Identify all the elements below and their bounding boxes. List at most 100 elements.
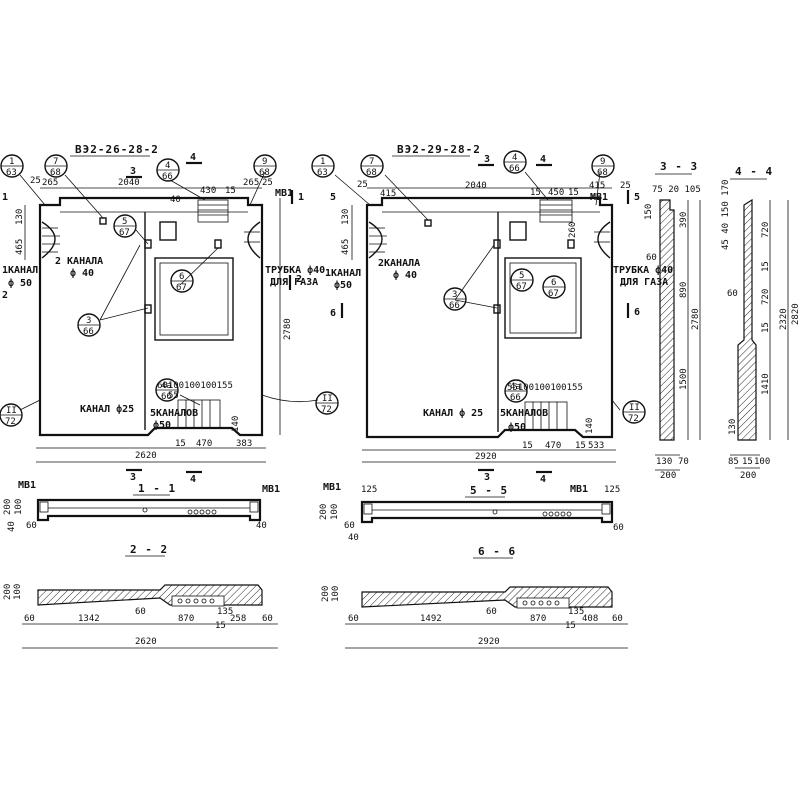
s66-135: 135 [568, 607, 584, 617]
s44-1410: 1410 [761, 373, 771, 395]
cut-6-right: 6 [634, 307, 640, 318]
dim-channels-r: 55100100100155 [507, 383, 583, 393]
svg-text:4a: 4a [161, 381, 172, 391]
dim-15b-r: 15 [530, 188, 541, 198]
s33-150: 150 [644, 204, 654, 220]
s44-130: 130 [728, 419, 738, 435]
section-1-1-profile [36, 498, 262, 522]
s66-15: 15 [565, 621, 576, 631]
cut-3-bottom-r: 3 [484, 472, 490, 483]
s33-390: 390 [679, 212, 689, 228]
s44-15b: 15 [761, 322, 771, 333]
svg-text:4: 4 [512, 153, 517, 163]
section-2-2: 2 - 2 200 100 60 1342 60 870 15 258 60 1… [3, 543, 278, 649]
dim-25-b: 25 [262, 178, 273, 188]
svg-text:72: 72 [628, 414, 639, 424]
s55-mb1-a: МВ1 [323, 482, 341, 493]
svg-text:3: 3 [452, 290, 457, 300]
svg-text:67: 67 [119, 228, 130, 238]
dim-140-r: 140 [585, 418, 595, 434]
s22-200: 200 [3, 584, 13, 600]
label-mb1-r: МВ1 [590, 192, 608, 203]
label-phi50-bottom-r: ф50 [508, 421, 526, 433]
section-5-5-title: 5 - 5 [470, 484, 508, 497]
s33-1500: 1500 [679, 368, 689, 390]
s44-720b: 720 [761, 289, 771, 305]
section-3-3-title: 3 - 3 [660, 160, 698, 173]
dim-55: 55 [168, 391, 179, 401]
dim-130-r: 130 [341, 209, 351, 225]
s11-60: 60 [26, 521, 37, 531]
svg-text:68: 68 [366, 168, 377, 178]
s22-total: 2620 [135, 637, 157, 647]
svg-text:4a: 4a [510, 382, 521, 392]
section-6-6-profile [361, 586, 613, 608]
cut-4-bottom: 4 [190, 474, 196, 485]
svg-text:5: 5 [122, 217, 127, 227]
s22-60b: 60 [135, 607, 146, 617]
s33-2780: 2780 [691, 308, 701, 330]
s66-total: 2920 [478, 637, 500, 647]
s66-60b: 60 [486, 607, 497, 617]
callout-9-68-r: 968 [591, 154, 615, 178]
dim-465: 465 [15, 239, 25, 255]
dim-533: 533 [588, 441, 604, 451]
s44-15c: 15 [742, 457, 753, 467]
panel-right: ВЭ2-29-28-2 415 2040 450 15 415 25 25 [325, 143, 673, 485]
s44-100: 100 [754, 457, 770, 467]
s22-258: 258 [230, 614, 246, 624]
s22-1342: 1342 [78, 614, 100, 624]
label-phi40: ф 40 [70, 267, 94, 279]
s33-top: 75 20 105 [652, 185, 701, 195]
dim-415-a: 415 [380, 189, 396, 199]
dim-2040-r: 2040 [465, 181, 487, 191]
dim-15c-r: 15 [575, 441, 586, 451]
label-phi50: ф 50 [8, 277, 32, 289]
label-for-gas: ДЛЯ ГАЗА [270, 277, 318, 288]
dim-40: 40 [170, 195, 181, 205]
s11-mb1-a: МВ1 [18, 480, 36, 491]
label-gas-tube: ТРУБКА ф40 [265, 264, 325, 276]
s55-200: 200 [319, 504, 329, 520]
svg-text:67: 67 [516, 282, 527, 292]
dim-bot-15: 15 [175, 439, 186, 449]
panel-left-window [154, 257, 234, 341]
section-6-6: 6 - 6 200 100 60 1492 60 870 15 408 60 1… [321, 545, 628, 649]
callout-6-67-r: 667 [542, 275, 566, 299]
svg-text:66: 66 [510, 393, 521, 403]
svg-text:72: 72 [321, 405, 332, 415]
svg-text:66: 66 [162, 172, 173, 182]
s11-40b: 40 [256, 521, 267, 531]
svg-text:68: 68 [50, 168, 61, 178]
dim-470: 470 [196, 439, 212, 449]
dim-15: 15 [225, 186, 236, 196]
section-1-1: 1 - 1 МВ1 МВ1 200 100 40 60 40 [3, 480, 280, 532]
svg-text:63: 63 [6, 168, 17, 178]
s22-15: 15 [215, 621, 226, 631]
s33-70: 70 [678, 457, 689, 467]
section-3-3: 3 - 3 75 20 105 390 890 1500 2780 60 150… [644, 160, 701, 481]
s22-135: 135 [217, 607, 233, 617]
svg-text:7: 7 [53, 157, 58, 167]
svg-text:67: 67 [176, 283, 187, 293]
s44-720a: 720 [761, 222, 771, 238]
section-4-4-profile [737, 198, 757, 441]
panel-left-outline [38, 196, 264, 437]
s44-15a: 15 [761, 261, 771, 272]
s44-200: 200 [740, 471, 756, 481]
svg-text:1: 1 [320, 157, 325, 167]
s66-100: 100 [331, 586, 341, 602]
s55-125b: 125 [604, 485, 620, 495]
cut-3-top-r: 3 [484, 154, 490, 165]
section-4-4-title: 4 - 4 [735, 165, 773, 178]
s66-870: 870 [530, 614, 546, 624]
svg-text:63: 63 [317, 168, 328, 178]
section-5-5: 5 - 5 МВ1 МВ1 125 125 200 100 60 40 60 [319, 482, 624, 543]
s22-870: 870 [178, 614, 194, 624]
label-phi50-bottom: ф50 [153, 419, 171, 431]
dim-bot-15-r: 15 [522, 441, 533, 451]
dim-450: 450 [548, 188, 564, 198]
s33-890: 890 [679, 282, 689, 298]
